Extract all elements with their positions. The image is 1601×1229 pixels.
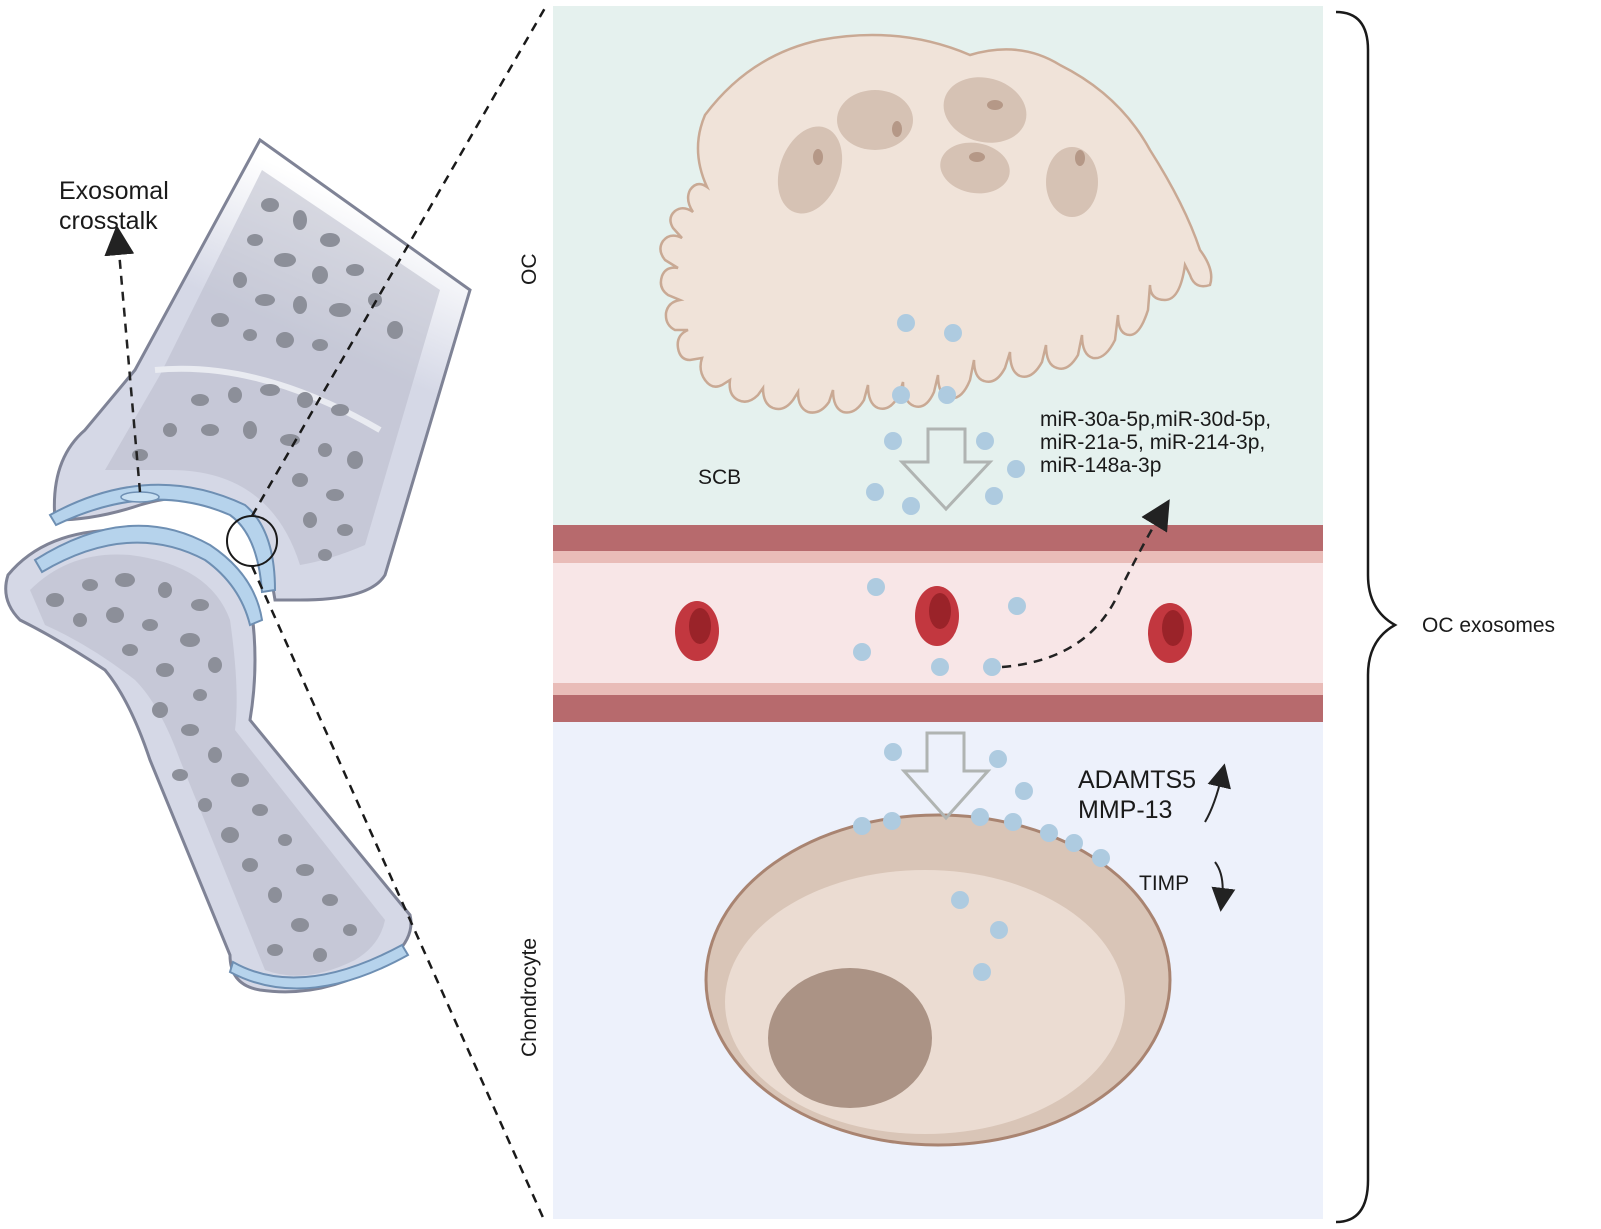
vessel-wall-top [553, 525, 1323, 551]
lower-end-cartilage [228, 943, 410, 990]
chondrocyte-nucleus [768, 968, 932, 1108]
cartilage-lesion [120, 491, 160, 503]
vessel-wall-bottom-inner [553, 683, 1323, 695]
oc-exosomes-label: OC exosomes [1422, 614, 1556, 637]
vessel-wall-top-inner [553, 551, 1323, 563]
marker-adamts5: ADAMTS5 [1078, 766, 1197, 794]
oc-label: OC [518, 253, 541, 286]
marker-mmp13: MMP-13 [1078, 796, 1173, 824]
exosomes [853, 314, 1110, 981]
crosstalk-label-line2: crosstalk [59, 207, 158, 235]
mirna-line-2: miR-21a-5, miR-214-3p, [1040, 431, 1266, 454]
crosstalk-label-line1: Exosomal [59, 177, 169, 205]
zoom-line-top [250, 7, 547, 517]
lower-bone-pores [46, 573, 357, 962]
mirna-line-3: miR-148a-3p [1040, 454, 1162, 477]
upper-bone-pores [132, 198, 403, 561]
curly-brace [1335, 10, 1398, 1224]
hollow-arrow-top [898, 427, 994, 512]
mirna-arrow [1001, 499, 1170, 669]
osteoclast-nuclei [777, 77, 1098, 217]
crosstalk-arrow [104, 225, 142, 493]
mirna-line-1: miR-30a-5p,miR-30d-5p, [1040, 408, 1272, 431]
marker-timp: TIMP [1139, 872, 1190, 895]
zoom-panel [553, 6, 1398, 1224]
up-arrow-icon [1204, 763, 1231, 823]
scb-label: SCB [698, 466, 742, 489]
chondrocyte-label: Chondrocyte [518, 937, 541, 1057]
red-blood-cells [675, 586, 1192, 663]
joint-illustration [4, 7, 547, 1223]
hollow-arrow-bottom [900, 731, 992, 821]
zoom-line-bottom [250, 565, 547, 1223]
mirna-list: miR-30a-5p,miR-30d-5p, miR-21a-5, miR-21… [1040, 408, 1271, 477]
down-arrow-icon [1211, 861, 1236, 912]
growth-plate-line [154, 365, 382, 433]
vessel-wall-bottom [553, 695, 1323, 722]
lower-cartilage [33, 524, 264, 627]
